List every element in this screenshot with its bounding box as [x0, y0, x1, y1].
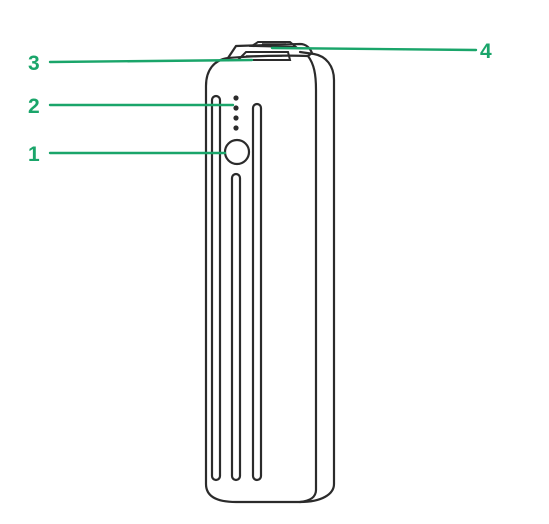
groove-left: [210, 94, 222, 482]
grooves: [210, 94, 263, 482]
led-indicators: [233, 95, 239, 131]
callout-line-3: [48, 58, 254, 64]
led-2: [233, 105, 239, 111]
led-3: [233, 115, 239, 121]
callout-number-4: 4: [480, 40, 492, 63]
led-4: [233, 125, 239, 131]
top-face: [226, 42, 314, 60]
led-1: [233, 95, 239, 101]
groove-middle: [230, 172, 242, 482]
body-outline: [204, 50, 336, 504]
usb-port: [235, 51, 292, 61]
power-button[interactable]: [223, 138, 251, 166]
callout-line-4: [270, 46, 478, 52]
callout-lines: [48, 46, 478, 155]
callout-number-2: 2: [28, 95, 40, 118]
front-edge-right: [298, 54, 318, 504]
callout-numbers: 3 2 1 4: [28, 40, 492, 166]
callout-number-1: 1: [28, 143, 40, 166]
groove-right: [251, 102, 263, 482]
micro-usb-port: [248, 41, 299, 49]
power-bank-body: [204, 42, 336, 504]
callout-number-3: 3: [28, 52, 40, 75]
